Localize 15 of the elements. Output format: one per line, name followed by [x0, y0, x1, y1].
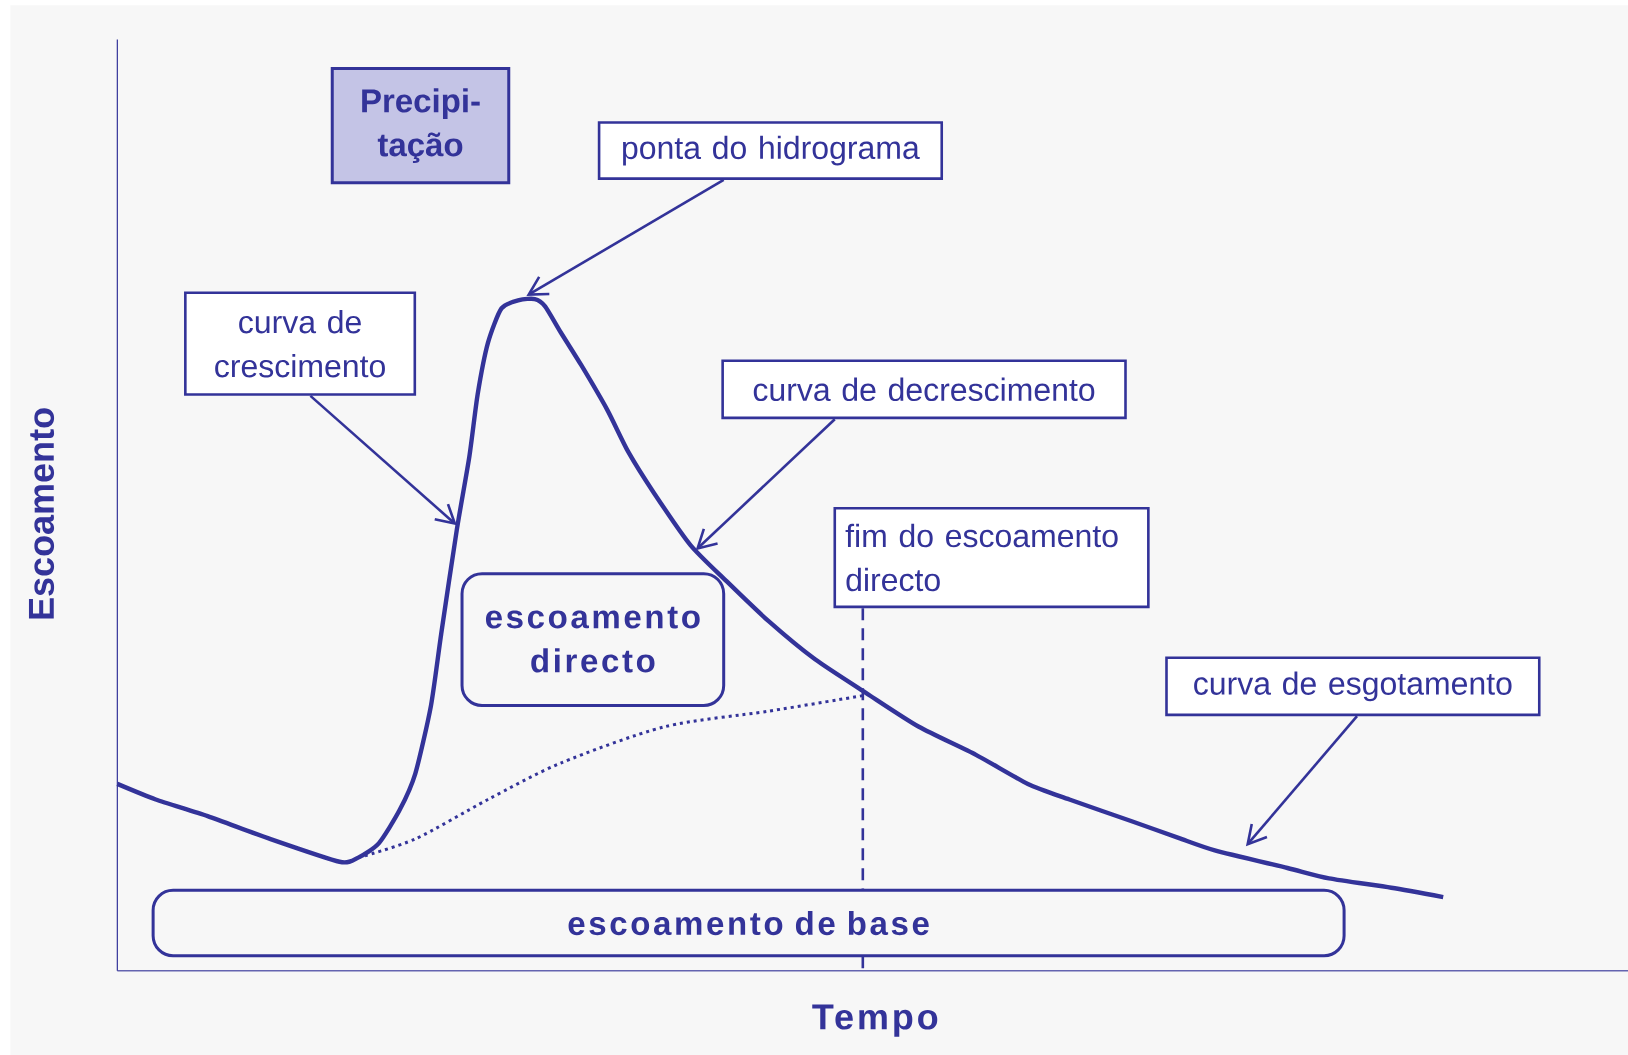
axis-title: Escoamento [28, 408, 55, 619]
axis-title: Tempo [812, 1004, 938, 1037]
region-label-box: escoamento de base [151, 888, 1346, 958]
leader-arrow [1245, 715, 1358, 847]
callout-box: curva de crescimento [184, 291, 417, 396]
region-label-box: escoamento directo [460, 572, 726, 708]
callout-box: fim do escoamento directo [833, 507, 1150, 609]
callout-box: ponta do hidrograma [597, 121, 944, 180]
callout-box: curva de decrescimento [721, 359, 1127, 420]
leader-arrow [309, 394, 457, 526]
dashed-leader-line [861, 608, 865, 889]
callout-box: curva de esgotamento [1165, 656, 1541, 717]
leader-arrow [526, 178, 725, 296]
precipitation-box: Precipi- tação [330, 67, 511, 185]
leader-arrow [695, 418, 836, 551]
